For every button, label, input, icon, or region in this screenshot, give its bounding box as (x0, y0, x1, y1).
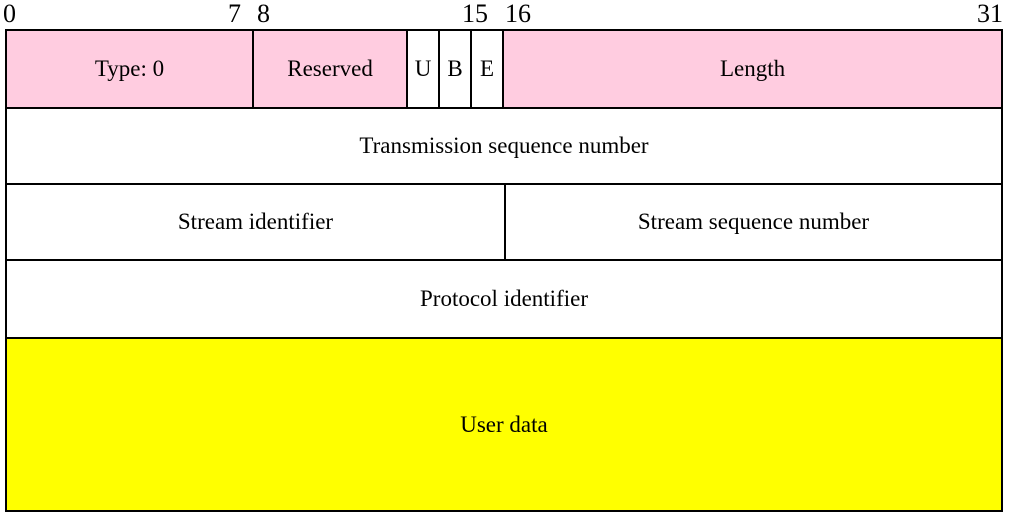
field-stream-sequence-number: Stream sequence number (504, 185, 1001, 259)
bit-label-31: 31 (977, 0, 1003, 28)
field-length: Length (502, 31, 1001, 107)
field-user-data: User data (7, 339, 1001, 510)
packet-box: Type: 0 Reserved U B E Length Transmissi… (5, 29, 1003, 512)
field-transmission-sequence-number: Transmission sequence number (7, 109, 1001, 183)
field-flag-u: U (406, 31, 439, 107)
header-row-1: Type: 0 Reserved U B E Length (7, 31, 1001, 107)
bit-label-16: 16 (505, 0, 531, 28)
bit-label-7: 7 (228, 0, 241, 28)
bit-label-15: 15 (462, 0, 488, 28)
payload-row: User data (7, 337, 1001, 510)
bit-label-8: 8 (257, 0, 270, 28)
header-row-2: Transmission sequence number (7, 107, 1001, 183)
field-stream-identifier: Stream identifier (7, 185, 504, 259)
field-protocol-identifier: Protocol identifier (7, 261, 1001, 337)
header-row-3: Stream identifier Stream sequence number (7, 183, 1001, 259)
field-reserved: Reserved (252, 31, 407, 107)
bit-label-0: 0 (3, 0, 16, 28)
header-row-4: Protocol identifier (7, 259, 1001, 337)
field-flag-b: B (438, 31, 471, 107)
field-type: Type: 0 (7, 31, 253, 107)
field-flag-e: E (470, 31, 503, 107)
